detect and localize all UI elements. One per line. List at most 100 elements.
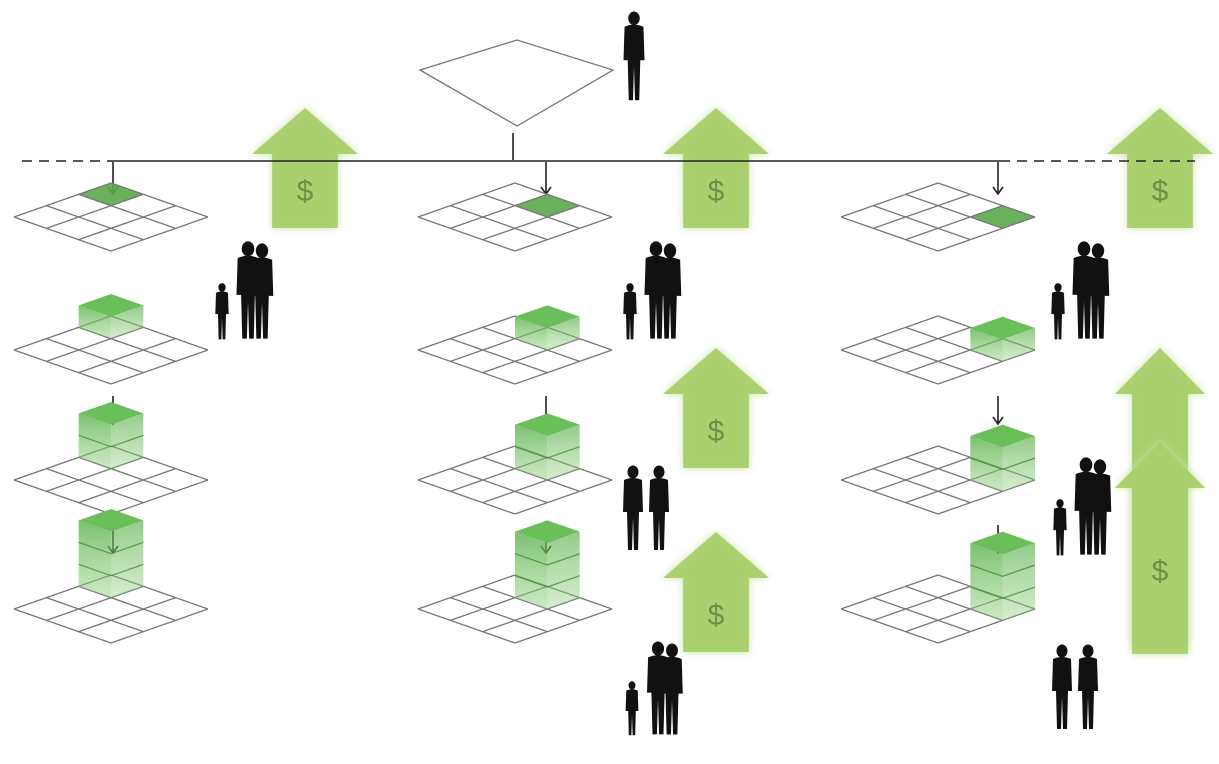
grid-line (937, 216, 1036, 252)
building-right-face (1002, 543, 1035, 621)
parcel-grid (840, 182, 1036, 252)
floor-separator (970, 457, 1036, 470)
building-volume (78, 294, 144, 339)
down-arrow (992, 396, 1004, 426)
floor-separator (514, 446, 580, 459)
grid-line (78, 205, 176, 241)
grid-line (417, 315, 516, 351)
building-roof (78, 402, 144, 425)
grid-line (417, 216, 516, 252)
building-roof (515, 413, 580, 436)
parcel-grid (13, 182, 209, 252)
grid-line (417, 574, 516, 610)
grid-line (873, 338, 971, 374)
grid-line (514, 216, 613, 252)
grid-line (840, 608, 939, 644)
building-roof (970, 424, 1035, 448)
grid-line (873, 597, 971, 633)
grid-line (450, 597, 548, 633)
building-left-face (970, 328, 1003, 362)
value-up-arrow: $ (663, 108, 769, 228)
grid-line (840, 216, 939, 252)
grid-line (78, 468, 176, 504)
grid-line (417, 349, 516, 385)
adult-silhouette (1088, 459, 1112, 555)
floor-separator (970, 586, 1036, 599)
grid-line (417, 445, 516, 481)
grid-line (78, 456, 176, 492)
value-up-arrow: $ (1107, 108, 1213, 228)
grid-line (417, 182, 516, 218)
dollar-sign: $ (708, 175, 725, 208)
arrow-body (663, 108, 769, 228)
building-right-face (547, 316, 580, 350)
child-silhouette (625, 681, 639, 736)
grid-line (873, 456, 971, 492)
down-arrow (540, 162, 552, 196)
grid-line (840, 479, 939, 515)
couple-silhouette (623, 465, 669, 550)
child-silhouette (215, 283, 229, 340)
arrow-body (663, 532, 769, 652)
original-parcel (418, 39, 615, 127)
building-right-face (547, 531, 580, 609)
grid-line (873, 585, 971, 621)
grid-line (46, 205, 144, 241)
grid-line (13, 608, 112, 644)
adult-silhouette (1052, 644, 1072, 729)
building-right-face (1002, 328, 1035, 362)
original-lot-outline (418, 39, 615, 127)
dollar-sign: $ (708, 599, 725, 632)
building-roof (78, 294, 144, 317)
family-silhouette (623, 241, 682, 340)
grid-line (46, 597, 144, 633)
grid-line (482, 326, 580, 362)
down-arrow (992, 162, 1004, 196)
dollar-sign: $ (708, 415, 725, 448)
dollar-sign: $ (297, 175, 314, 208)
people-silhouettes (215, 11, 1112, 736)
building-volume (78, 509, 144, 598)
parcel-grids (13, 39, 1036, 644)
building-roof (515, 305, 580, 328)
family-silhouette (1051, 241, 1110, 340)
grid-line (840, 315, 939, 351)
building-right-face (111, 305, 144, 339)
grid-line (13, 216, 112, 252)
grid-line (450, 193, 548, 229)
building-left-face (970, 543, 1003, 621)
grid-line (450, 338, 548, 374)
arrow-body (1107, 108, 1213, 228)
value-up-arrow: $ (663, 348, 769, 468)
building-volume (970, 531, 1036, 621)
grid-line (46, 468, 144, 504)
building-volume (78, 402, 144, 469)
adult-silhouette (661, 643, 683, 735)
grid-line (840, 574, 939, 610)
child-silhouette (1053, 499, 1067, 556)
grid-line (78, 585, 176, 621)
value-up-arrow: $ (1115, 442, 1205, 654)
building-volume (970, 316, 1035, 362)
grid-line (78, 326, 176, 362)
building-roof (970, 316, 1035, 340)
grid-line (514, 479, 613, 515)
building-left-face (515, 316, 548, 350)
grid-line (937, 608, 1036, 644)
value-up-arrow: $ (252, 108, 358, 228)
building-right-face (111, 520, 144, 598)
adult-silhouette (1078, 644, 1098, 729)
grid-line (873, 193, 971, 229)
arrow-body (1115, 442, 1205, 654)
grid-line (873, 326, 971, 362)
grid-line (905, 193, 1003, 229)
grid-line (78, 193, 176, 229)
floor-separator (514, 575, 580, 588)
building-volume (514, 520, 580, 609)
grid-line (514, 349, 613, 385)
couple-silhouette (1052, 644, 1098, 729)
building-roof (78, 509, 144, 532)
grid-line (482, 597, 580, 633)
floor-separator (78, 541, 144, 555)
